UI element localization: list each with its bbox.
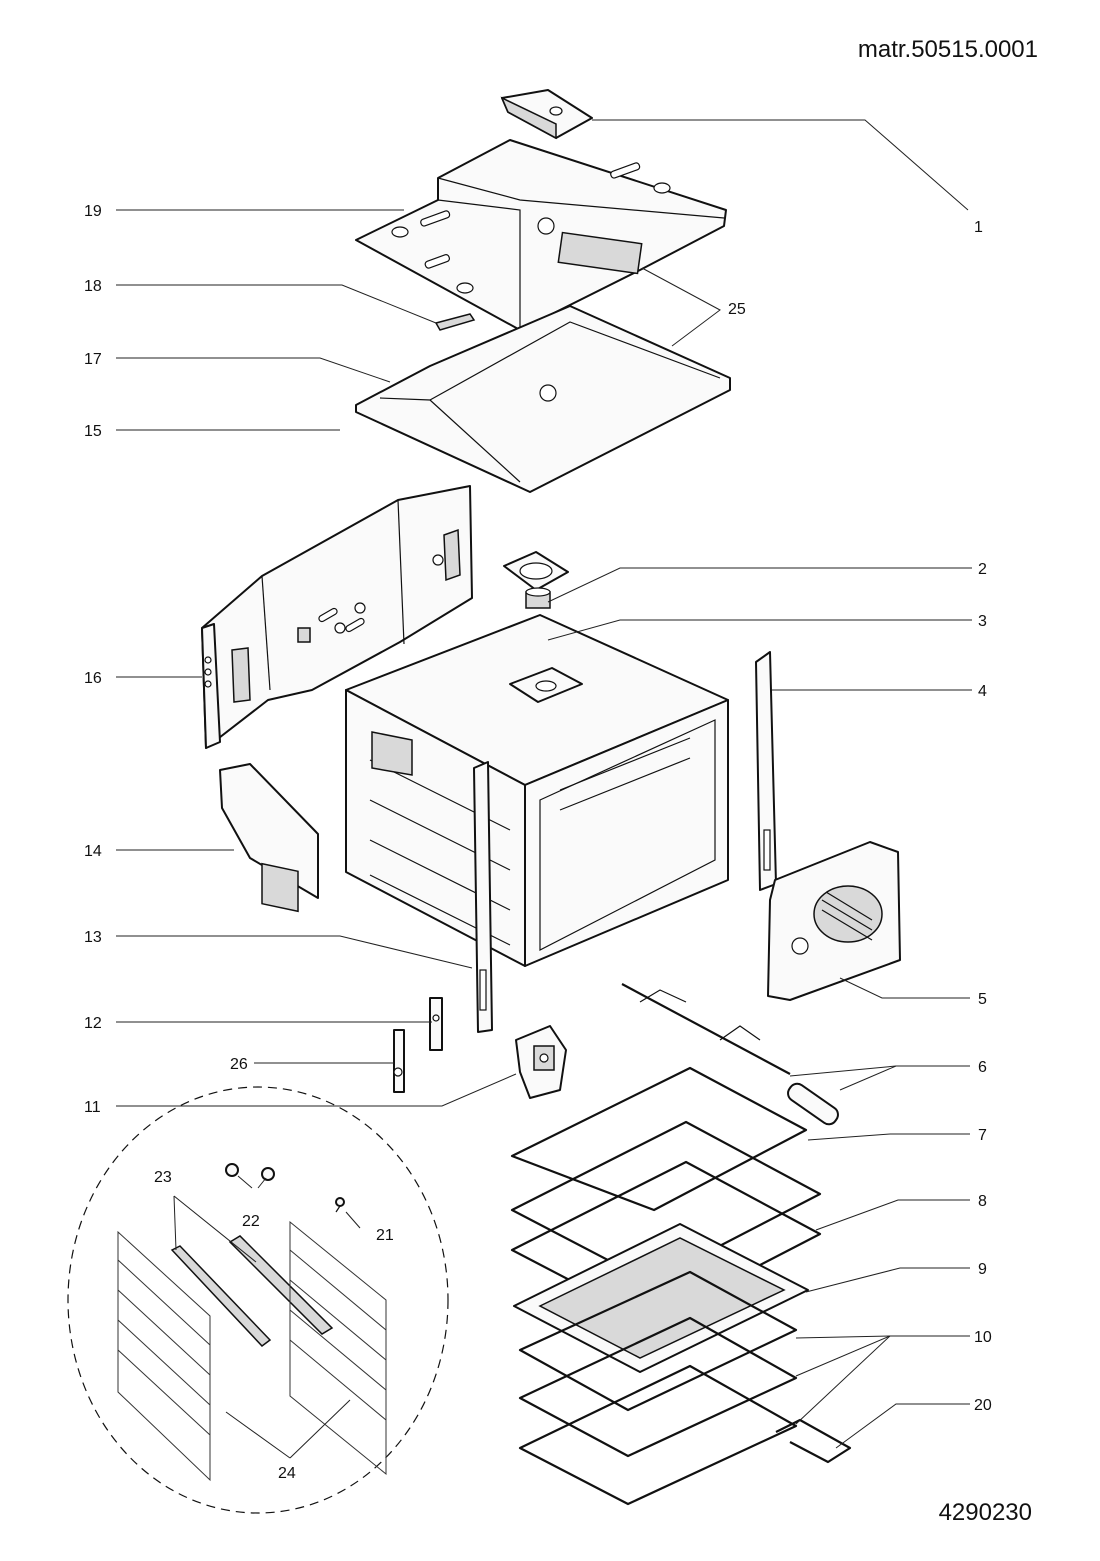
part-18-strip	[434, 313, 476, 331]
callout-6: 6	[978, 1059, 987, 1076]
detail-circle	[67, 1086, 449, 1514]
part-22-screws	[225, 1163, 275, 1181]
part-2-cap	[525, 587, 551, 609]
callout-8: 8	[978, 1193, 987, 1210]
part-17-lower-cover	[355, 305, 731, 493]
callout-16: 16	[84, 670, 102, 687]
callout-4: 4	[978, 683, 987, 700]
part-23-slides	[170, 1235, 334, 1348]
callout-1: 1	[974, 219, 983, 236]
callout-21: 21	[376, 1227, 394, 1244]
part-24-side-ladders	[117, 1220, 387, 1482]
callout-11: 11	[84, 1099, 101, 1116]
callout-24: 24	[278, 1465, 296, 1482]
part-26-clip	[393, 1029, 405, 1093]
part-14-bracket	[219, 763, 319, 913]
part-11-motor	[515, 1025, 567, 1099]
callout-20: 20	[974, 1397, 992, 1414]
part-19-upper-cover	[355, 139, 727, 331]
callout-14: 14	[84, 843, 102, 860]
callout-17: 17	[84, 351, 102, 368]
part-4-rail-right	[755, 651, 777, 891]
callout-7: 7	[978, 1127, 987, 1144]
leader-lines	[116, 119, 972, 1459]
callout-13: 13	[84, 929, 102, 946]
part-7-rack	[510, 1066, 808, 1212]
callout-22: 22	[242, 1213, 260, 1230]
part-2-gasket	[503, 551, 569, 591]
callout-2: 2	[978, 561, 987, 578]
callout-5: 5	[978, 991, 987, 1008]
part-9-tray	[513, 1223, 809, 1373]
callout-19: 19	[84, 203, 102, 220]
callout-9: 9	[978, 1261, 987, 1278]
callout-12: 12	[84, 1015, 102, 1032]
callout-23: 23	[154, 1169, 172, 1186]
part-1-top-box	[500, 89, 593, 140]
part-5-fan-cover	[767, 841, 901, 1001]
part-12-clip	[429, 997, 443, 1051]
part-10-racks	[518, 1270, 798, 1506]
part-6-rotisserie	[621, 983, 839, 1126]
callout-3: 3	[978, 613, 987, 630]
callout-25: 25	[728, 301, 746, 318]
part-15-oven-cavity	[345, 614, 729, 967]
callout-15: 15	[84, 423, 102, 440]
part-13-rail-front	[473, 761, 493, 1033]
callout-10: 10	[974, 1329, 992, 1346]
callout-26: 26	[230, 1056, 248, 1073]
callout-18: 18	[84, 278, 102, 295]
part-16-side-panel	[201, 485, 473, 749]
callout-labels: 1 2 3 4 5 6 7 8 9 10 11 12 13 14 15 16 1…	[84, 203, 992, 1482]
material-code: matr.50515.0001	[858, 36, 1038, 63]
part-21-pin	[335, 1197, 345, 1213]
part-20-grip	[775, 1418, 852, 1464]
drawing-number: 4290230	[939, 1499, 1032, 1526]
